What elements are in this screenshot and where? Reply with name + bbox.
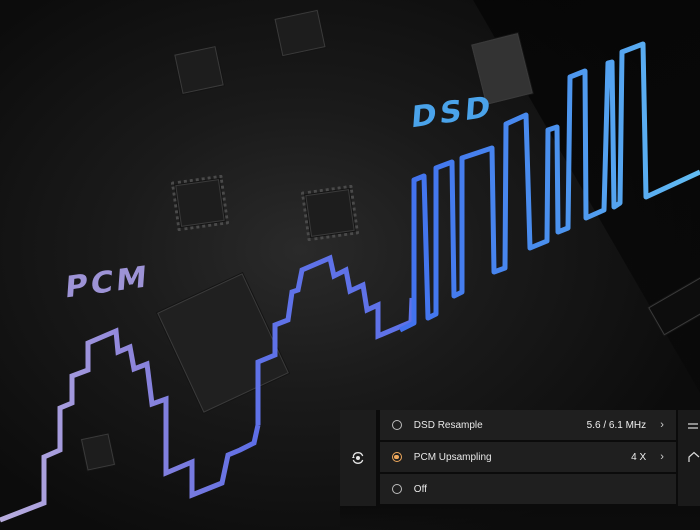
panel-shadow [340, 507, 700, 530]
transition-waveform [255, 254, 415, 425]
pcm-waveform [0, 327, 261, 523]
radio-unselected[interactable] [391, 420, 402, 430]
settings-sliders-icon[interactable] [688, 421, 699, 431]
option-off[interactable]: Off [377, 474, 677, 504]
chevron-right-icon[interactable]: › [660, 451, 664, 463]
option-label: DSD Resample [413, 419, 483, 431]
option-dsd-resample[interactable]: DSD Resample 5.6 / 6.1 MHz › [377, 410, 677, 440]
home-icon[interactable] [688, 451, 700, 463]
chevron-right-icon[interactable]: › [660, 419, 664, 431]
option-value: 4 X [631, 451, 647, 463]
option-value: 5.6 / 6.1 MHz [586, 419, 647, 431]
radio-selected[interactable] [391, 452, 402, 462]
upsampling-panel: DSD Resample 5.6 / 6.1 MHz › PCM Upsampl… [340, 410, 700, 507]
panel-side-button[interactable] [340, 410, 378, 506]
option-label: Off [413, 483, 427, 495]
options-list: DSD Resample 5.6 / 6.1 MHz › PCM Upsampl… [377, 410, 677, 507]
option-label: PCM Upsampling [413, 451, 492, 463]
target-rotate-icon [351, 452, 364, 464]
option-pcm-upsampling[interactable]: PCM Upsampling 4 X › [377, 442, 677, 472]
right-nav-strip [678, 410, 700, 506]
dsd-waveform [398, 41, 700, 333]
radio-unselected[interactable] [391, 484, 402, 494]
